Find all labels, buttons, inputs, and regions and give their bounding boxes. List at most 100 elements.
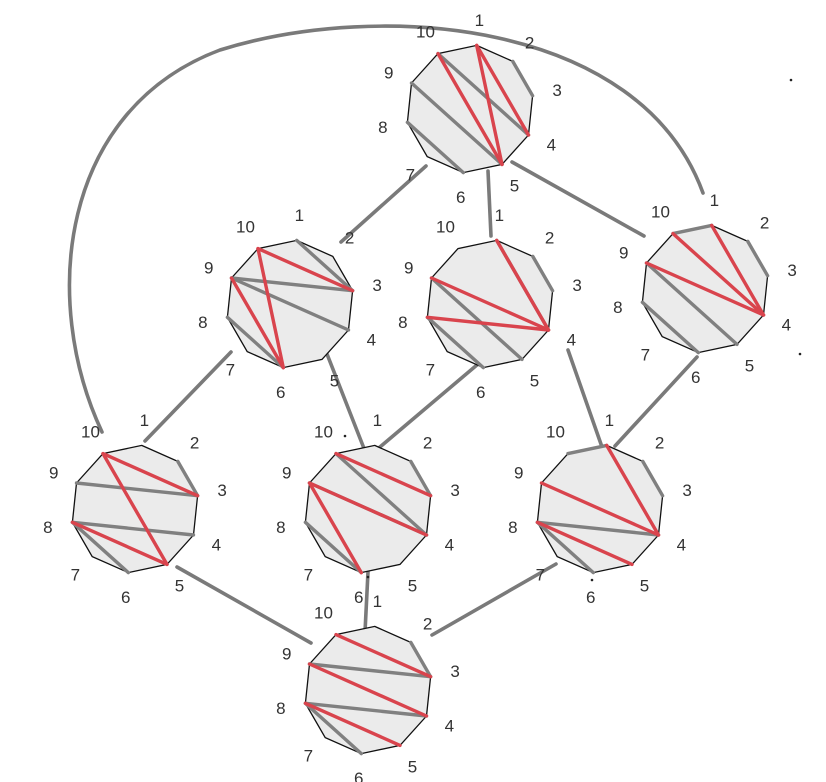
- diagonal-red: [475, 43, 504, 167]
- diagonal-gray: [303, 701, 429, 718]
- diagonal-gray: [644, 261, 739, 347]
- diagonal-gray: [641, 459, 665, 498]
- diagonal-gray: [225, 315, 285, 370]
- connectors: [67, 24, 705, 645]
- vertex-label: 1: [495, 206, 504, 225]
- vertex-label: 8: [613, 298, 622, 317]
- vertex-label: 5: [408, 577, 417, 596]
- diagonal-gray: [409, 640, 433, 679]
- vertex-label: 4: [567, 331, 576, 350]
- vertex-label: 10: [651, 202, 670, 221]
- diagonal-gray: [176, 459, 200, 498]
- vertex-label: 9: [514, 463, 523, 482]
- vertex-label: 6: [121, 588, 130, 607]
- vertex-label: 3: [552, 81, 561, 100]
- diagonal-gray: [436, 51, 531, 137]
- vertex-label: 6: [476, 383, 485, 402]
- connector-A-C: [486, 169, 493, 238]
- vertex-label: 3: [450, 662, 459, 681]
- diagonal-gray: [535, 520, 595, 575]
- vertex-label: 6: [276, 383, 285, 402]
- vertex-label: 7: [641, 346, 650, 365]
- stray-dot: [343, 434, 347, 438]
- vertex-label: 8: [508, 518, 517, 537]
- connector-F-H: [363, 570, 370, 634]
- diagonal-gray: [295, 238, 355, 293]
- triangulations: 1234567891012345678910123456789101234567…: [43, 11, 797, 782]
- connector-A-B: [339, 164, 428, 244]
- vertex-label: 5: [640, 577, 649, 596]
- diagonal-red: [535, 520, 634, 567]
- vertex-label: 9: [282, 463, 291, 482]
- vertex-label: 1: [710, 191, 719, 210]
- diagonal-red: [101, 451, 169, 567]
- diagonal-gray: [409, 81, 504, 167]
- diagonal-gray: [409, 459, 433, 498]
- vertex-label: 8: [398, 313, 407, 332]
- connector-A-D: [510, 160, 646, 238]
- diagonal-red: [425, 315, 551, 332]
- diagonal-gray: [535, 520, 661, 537]
- vertex-label: 7: [226, 361, 235, 380]
- vertex-label: 7: [71, 566, 80, 585]
- vertex-label: 6: [691, 368, 700, 387]
- vertex-label: 9: [404, 258, 413, 277]
- diagonal-red: [307, 481, 429, 537]
- vertex-label: 9: [49, 463, 58, 482]
- diagonal-red: [334, 451, 433, 498]
- vertex-label: 5: [510, 177, 519, 196]
- diagonal-gray: [429, 276, 524, 362]
- diagonal-gray: [303, 701, 363, 756]
- diagonal-red: [256, 246, 285, 370]
- diagonal-red: [644, 261, 766, 317]
- diagonal-gray: [70, 520, 196, 537]
- connector-D-G: [613, 355, 699, 448]
- vertex-label: 10: [436, 217, 455, 236]
- vertex-label: 10: [236, 217, 255, 236]
- vertex-label: 10: [81, 422, 100, 441]
- stray-dot: [789, 78, 793, 82]
- connector-B-F: [325, 352, 367, 453]
- vertex-label: 2: [760, 213, 769, 232]
- diagonal-red: [429, 276, 551, 332]
- diagonal-gray: [303, 520, 363, 575]
- vertex-label: 6: [586, 588, 595, 607]
- vertex-label: 1: [475, 11, 484, 30]
- diagonal-red: [710, 223, 766, 317]
- vertex-label: 1: [140, 411, 149, 430]
- diagonal-gray: [671, 223, 714, 236]
- stray-dot: [366, 575, 370, 579]
- vertex-label: 4: [677, 536, 686, 555]
- stray-dot: [798, 352, 802, 356]
- diagonal-red: [70, 520, 169, 567]
- diagonal-gray: [640, 300, 700, 355]
- diagonal-gray: [511, 59, 535, 98]
- diagonal-gray: [229, 276, 351, 332]
- vertex-label: 5: [330, 372, 339, 391]
- vertex-label: 1: [373, 411, 382, 430]
- vertex-label: 3: [682, 481, 691, 500]
- vertex-label: 7: [426, 361, 435, 380]
- connector-curve: [67, 24, 705, 434]
- vertex-label: 4: [547, 136, 556, 155]
- vertex-label: 6: [456, 188, 465, 207]
- vertex-label: 3: [372, 276, 381, 295]
- vertex-label: 7: [304, 566, 313, 585]
- diagonal-red: [539, 481, 661, 537]
- vertex-label: 4: [782, 316, 791, 335]
- vertex-label: 10: [314, 603, 333, 622]
- vertex-label: 5: [745, 357, 754, 376]
- diagonal-red: [334, 632, 433, 679]
- diagonal-gray: [746, 239, 770, 278]
- vertex-label: 4: [445, 536, 454, 555]
- diagonal-gray: [405, 120, 465, 175]
- vertex-label: 3: [217, 481, 226, 500]
- connector-C-G: [566, 348, 604, 449]
- vertex-label: 6: [354, 769, 363, 782]
